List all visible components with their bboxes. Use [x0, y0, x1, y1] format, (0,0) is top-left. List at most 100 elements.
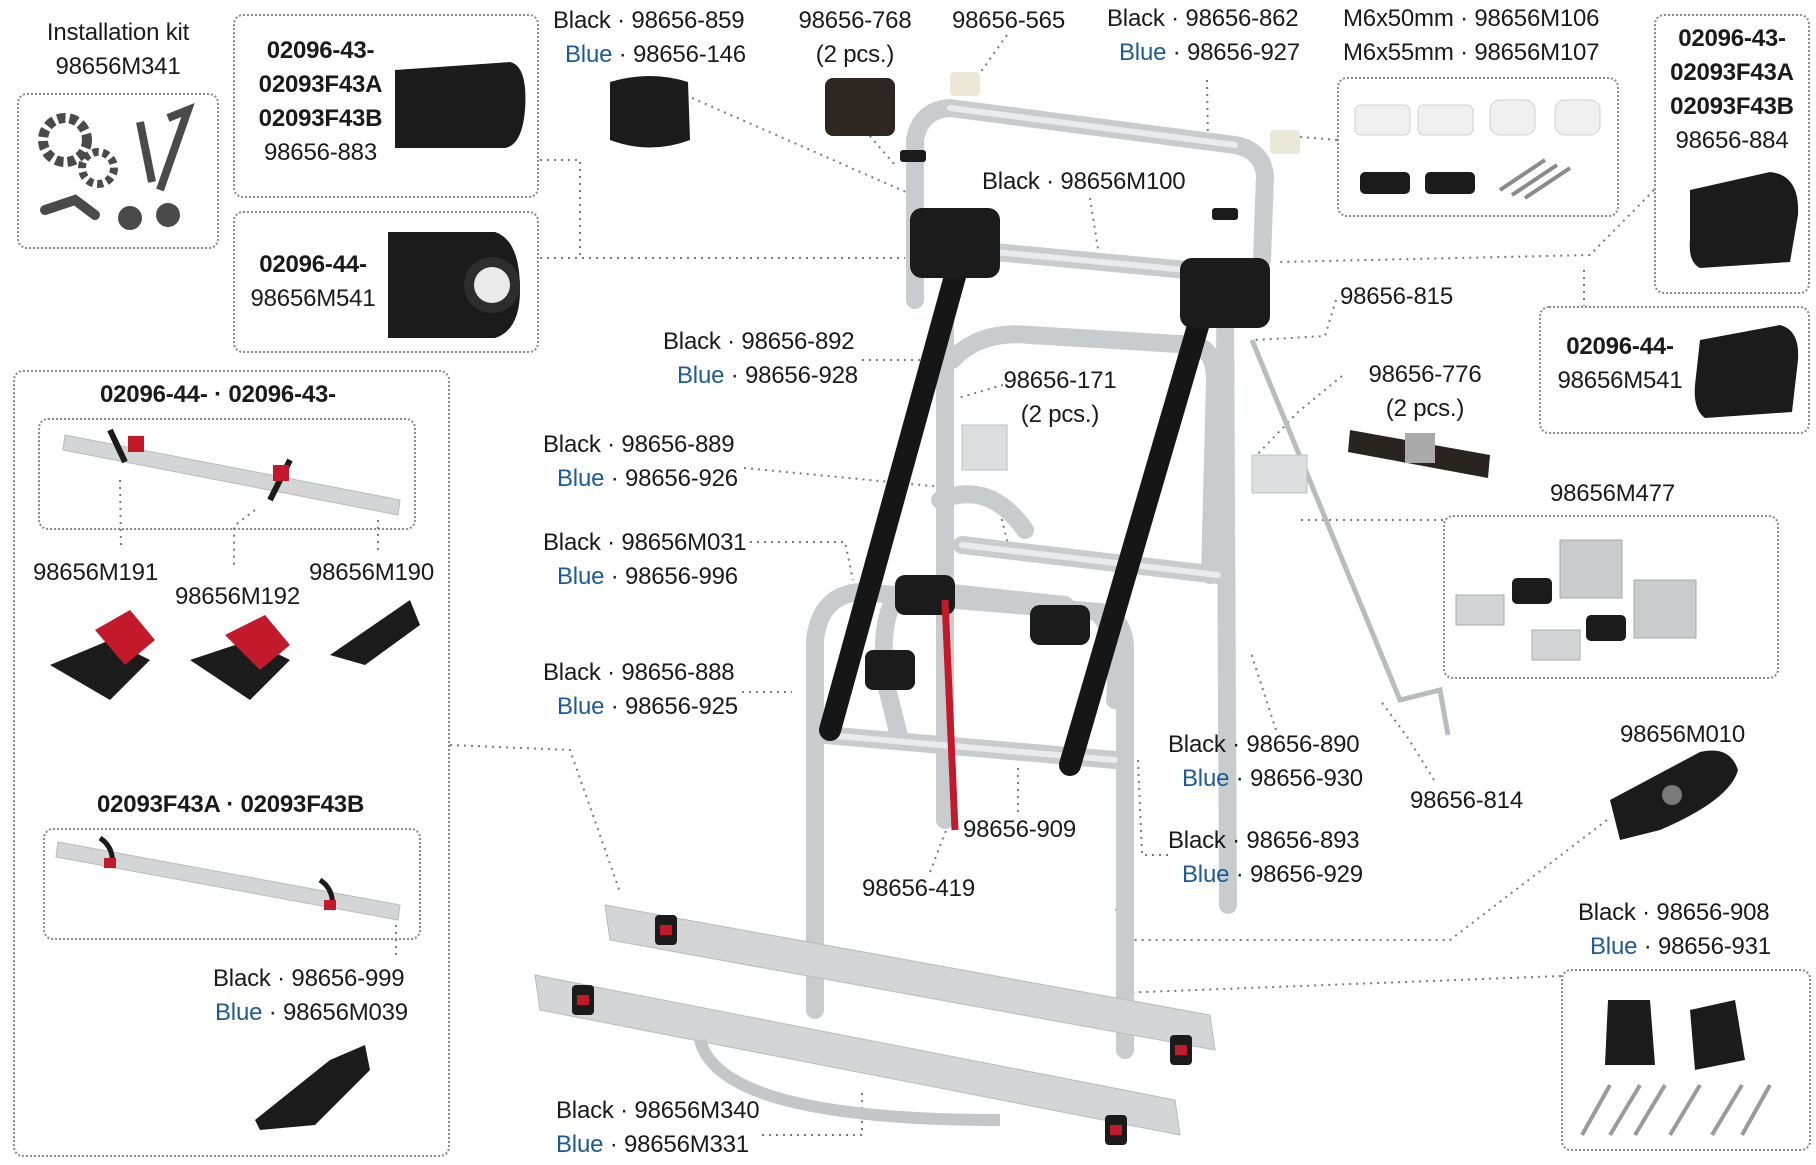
wheel-holder-blue-code: · 98656M039	[262, 999, 408, 1026]
wall-plates-label: 98656M477	[1550, 480, 1675, 507]
bracket-label: 98656-171 (2 pcs.)	[985, 364, 1135, 432]
rail-kit-f43-title: 02093F43A · 02093F43B	[97, 791, 365, 818]
frame-connector-line1: 02096-43-	[266, 37, 375, 64]
rail-kit-44-inner-box	[38, 418, 416, 530]
top-tube-blue-code: · 98656-927	[1166, 39, 1300, 66]
middle-frame-black: Black · 98656-889	[543, 431, 735, 458]
leader-screws	[1289, 135, 1338, 141]
lower-frame-blue-code: · 98656-925	[604, 693, 738, 720]
rail-kit-outer-box	[13, 370, 450, 1157]
right-bottom-blue-code: · 98656-929	[1229, 861, 1363, 888]
foot-hole	[1662, 785, 1682, 805]
cap-right-44-label: 02096-44- 98656M541	[1545, 330, 1695, 398]
rail-kit-part1: 98656M191	[33, 559, 158, 586]
rail-kit-f43-parts	[55, 835, 401, 921]
cap-right-44-part	[1694, 325, 1799, 418]
top-tube-label: Black · 98656-862 Blue · 98656-927	[1107, 2, 1300, 70]
red-strap	[941, 599, 959, 831]
rail-kit-part3: 98656M190	[309, 559, 434, 586]
frame-connector-code: 98656-883	[264, 139, 377, 166]
rod-clip-label: 98656-815	[1340, 283, 1453, 310]
connector-parts	[388, 62, 526, 338]
leader-strap	[1251, 375, 1343, 461]
top-caps	[950, 72, 1300, 154]
lock-rod	[1249, 339, 1451, 736]
left-tube-blue-word: Blue	[677, 362, 725, 389]
leader-spacer	[855, 119, 896, 166]
rail-kit-part2: 98656M192	[175, 583, 300, 610]
arm-holder-label: Black · 98656M031 Blue · 98656-996	[543, 526, 747, 594]
strap-buckle	[1405, 433, 1435, 463]
rail-kit-f43-inner-box	[43, 828, 421, 940]
lower-frame-label: Black · 98656-888 Blue · 98656-925	[543, 656, 738, 724]
strap-label: 98656-776 (2 pcs.)	[1340, 358, 1510, 426]
strap-qty: (2 pcs.)	[1385, 395, 1465, 422]
strap-code: 98656-776	[1368, 361, 1482, 388]
bracket-code: 98656-171	[1003, 367, 1117, 394]
spacer-code: 98656-768	[798, 7, 912, 34]
screw-kit-parts	[1354, 99, 1601, 200]
bottom-rails-blue-code: · 98656M331	[603, 1131, 749, 1158]
leader-part2	[233, 509, 256, 568]
frame-connector-44-label: 02096-44- 98656M541	[233, 248, 393, 316]
spacer-qty: (2 pcs.)	[815, 41, 895, 68]
middle-frame-blue-code: · 98656-926	[604, 465, 738, 492]
top-tube-black: Black · 98656-862	[1107, 5, 1299, 32]
leader-rod-clip	[1254, 299, 1337, 341]
foot-label: 98656M010	[1620, 721, 1745, 748]
cap-right-43-code: 98656-884	[1675, 127, 1789, 154]
screws-line1: M6x50mm · 98656M106	[1343, 5, 1600, 32]
cap-right-44-line1: 02096-44-	[1566, 333, 1674, 360]
lower-frame-black: Black · 98656-888	[543, 659, 735, 686]
installation-kit-label: Installation kit 98656M341	[17, 16, 219, 84]
wheel-holder-black: Black · 98656-999	[213, 965, 405, 992]
end-cap-blue-code: · 98656-146	[612, 41, 746, 68]
leader-part1	[119, 479, 122, 549]
top-cap-label: 98656-565	[952, 7, 1065, 34]
leader-lines	[119, 34, 1655, 1136]
rail-feet-black: Black · 98656-908	[1578, 899, 1770, 926]
wall-bracket-left	[961, 424, 1008, 471]
cap-right-43-line2: 02093F43A	[1670, 59, 1794, 86]
right-lower-black: Black · 98656-890	[1168, 731, 1360, 758]
rail-feet-parts	[1580, 1000, 1772, 1137]
wall-plates-box	[1443, 515, 1779, 679]
end-cap-blue-word: Blue	[565, 41, 613, 68]
leader-bracket	[957, 384, 1004, 399]
leader-right-lower	[1249, 649, 1277, 731]
bottom-rails-black: Black · 98656M340	[556, 1097, 760, 1124]
spacer-label: 98656-768 (2 pcs.)	[790, 4, 920, 72]
left-tube-blue-code: · 98656-928	[724, 362, 858, 389]
right-lower-label: Black · 98656-890 Blue · 98656-930	[1168, 728, 1363, 796]
left-tube-black: Black · 98656-892	[663, 328, 855, 355]
leader-right-bottom	[1137, 759, 1168, 856]
end-cap-part	[610, 76, 690, 148]
frame-connector-box	[233, 14, 539, 198]
arm-holder-blue-word: Blue	[557, 563, 605, 590]
rail-kit-44-title: 02096-44- · 02096-43-	[100, 381, 336, 408]
bottom-rails-blue-word: Blue	[556, 1131, 604, 1158]
rail-feet-blue-code: · 98656-931	[1637, 933, 1771, 960]
leader-arm-holder	[750, 541, 854, 581]
wall-plate-parts	[1455, 539, 1697, 661]
end-cap-label: Black · 98656-859 Blue · 98656-146	[553, 4, 746, 72]
cap-right-43-line3: 02093F43B	[1670, 93, 1794, 120]
black-straps	[819, 229, 1221, 776]
rail-feet-label: Black · 98656-908 Blue · 98656-931	[1578, 896, 1771, 964]
middle-frame-blue-word: Blue	[557, 465, 605, 492]
installation-kit-icons	[38, 103, 195, 230]
installation-kit-box	[17, 93, 219, 249]
screws-label: M6x50mm · 98656M106 M6x55mm · 98656M107	[1343, 2, 1600, 70]
middle-frame-label: Black · 98656-889 Blue · 98656-926	[543, 428, 738, 496]
end-cap-black: Black · 98656-859	[553, 7, 745, 34]
top-tube-blue-word: Blue	[1119, 39, 1167, 66]
wheel-holder-blue-word: Blue	[215, 999, 263, 1026]
leader-bottom-rails	[762, 1090, 863, 1136]
frame-connectors	[865, 150, 1270, 690]
wheel-holder-label: Black · 98656-999 Blue · 98656M039	[213, 962, 408, 1030]
right-bottom-black: Black · 98656-893	[1168, 827, 1360, 854]
left-tube-label: Black · 98656-892 Blue · 98656-928	[663, 325, 858, 393]
right-lower-blue-code: · 98656-930	[1229, 765, 1363, 792]
lock-rod-label: 98656-814	[1410, 787, 1523, 814]
